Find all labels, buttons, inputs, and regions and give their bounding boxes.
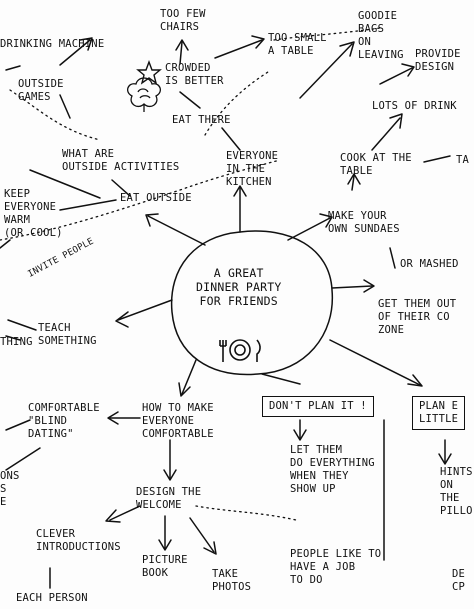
node-cook-at-table: COOK AT THE TABLE xyxy=(340,152,412,177)
node-outside-games: OUTSIDE GAMES xyxy=(18,78,64,103)
plate-fork-knife-icon xyxy=(219,339,261,362)
node-too-few-chairs: TOO FEW CHAIRS xyxy=(160,8,206,33)
node-provide-designs: PROVIDE DESIGN xyxy=(415,48,461,73)
node-teach-something: TEACH SOMETHING xyxy=(38,322,97,347)
center-blob xyxy=(170,230,334,376)
node-clever-introductions: CLEVER INTRODUCTIONS xyxy=(36,528,121,553)
node-take-photos: TAKE PHOTOS xyxy=(212,568,252,593)
node-drinking-machine: DRINKING MACHINE xyxy=(0,38,105,50)
node-hints-on-pillow: HINTS ON THE PILLO xyxy=(440,466,473,517)
node-goodie-bags: GOODIE BAGS ON LEAVING xyxy=(358,10,404,61)
node-plan-a-little: PLAN E LITTLE xyxy=(412,396,466,430)
node-keep-everyone-warm: KEEP EVERYONE WARM (OR COOL) xyxy=(4,188,63,239)
node-people-like-a-job: PEOPLE LIKE TO HAVE A JOB TO DO xyxy=(290,548,382,586)
node-design-the-welcome: DESIGN THE WELCOME xyxy=(136,486,202,511)
node-make-your-own-sundaes: MAKE YOUR OWN SUNDAES xyxy=(328,210,400,235)
central-topic: A GREAT DINNER PARTY FOR FRIENDS xyxy=(196,266,282,308)
star-icon xyxy=(136,60,162,85)
node-let-them-do-everything: LET THEM DO EVERYTHING WHEN THEY SHOW UP xyxy=(290,444,375,495)
node-eat-outside: EAT OUTSIDE xyxy=(120,192,192,204)
node-left-edge-thing: THING xyxy=(0,336,33,348)
node-lots-of-drinks: LOTS OF DRINK xyxy=(372,100,457,112)
node-too-small-a-table: TOO SMALL A TABLE xyxy=(268,32,327,57)
node-left-edge-ons: ONS S E xyxy=(0,470,20,508)
node-eat-there: EAT THERE xyxy=(172,114,231,126)
node-what-are-outside-activities: WHAT ARE OUTSIDE ACTIVITIES xyxy=(62,148,180,173)
node-dont-plan-it: DON'T PLAN IT ! xyxy=(262,396,374,417)
node-everyone-in-kitchen: EVERYONE IN THE KITCHEN xyxy=(226,150,279,188)
node-right-edge-de: DE CP xyxy=(452,568,466,593)
node-get-them-out: GET THEM OUT OF THEIR CO ZONE xyxy=(378,298,457,336)
node-each-person: EACH PERSON xyxy=(16,592,88,604)
broccoli-sketch-icon xyxy=(126,77,162,112)
node-how-to-make-comfortable: HOW TO MAKE EVERYONE COMFORTABLE xyxy=(142,402,214,440)
node-comfortable-blind-dating: COMFORTABLE "BLIND DATING" xyxy=(28,402,100,440)
node-or-mashed: OR MASHED xyxy=(400,258,459,270)
node-crowded-is-better: CROWDED IS BETTER xyxy=(165,62,224,87)
node-right-edge-ta: TA xyxy=(456,154,470,166)
node-picture-book: PICTURE BOOK xyxy=(142,554,188,579)
